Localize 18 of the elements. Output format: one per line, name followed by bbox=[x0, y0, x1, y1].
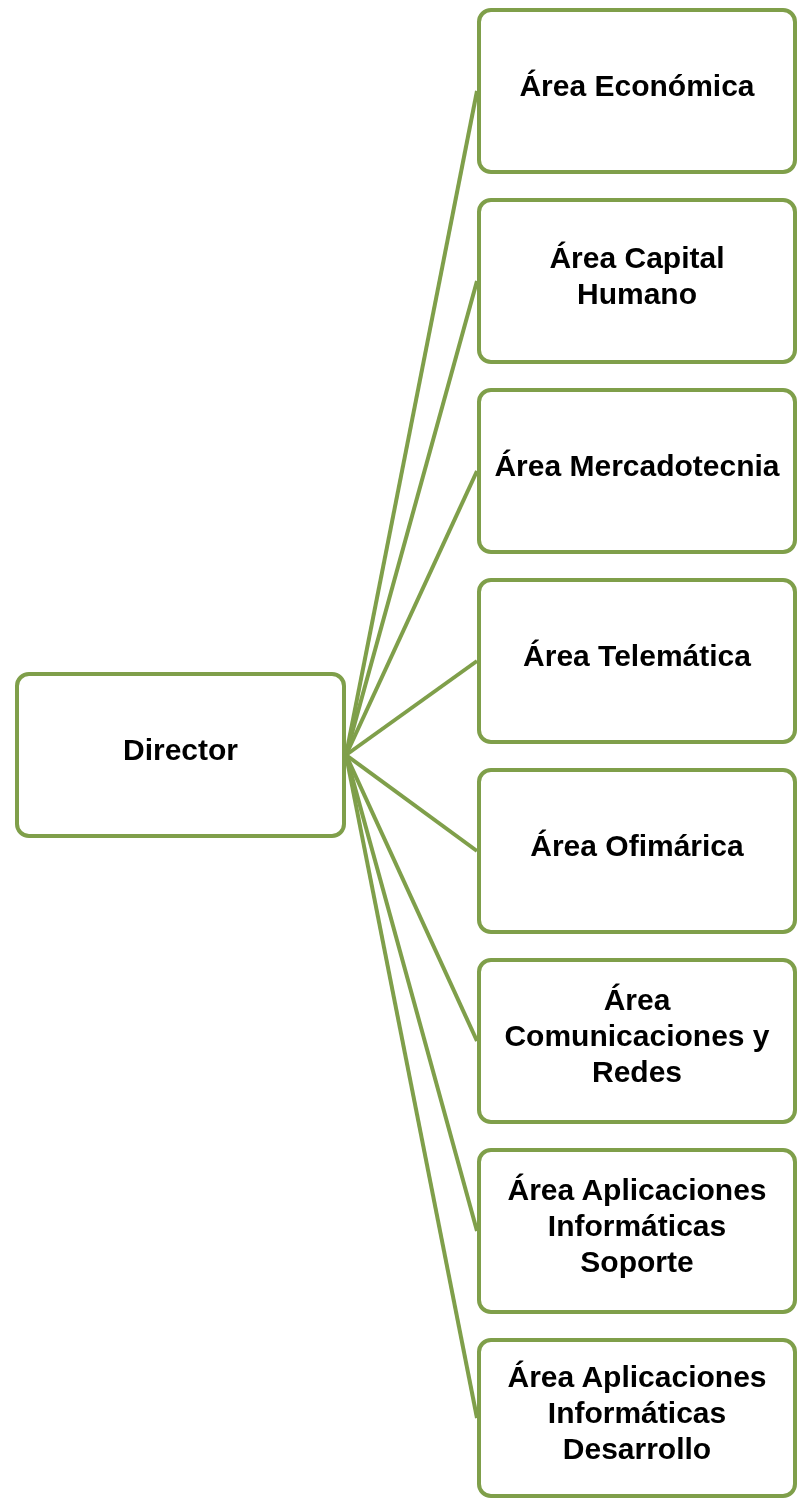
box-label: Área Aplicaciones Informáticas Desarrollo bbox=[506, 1359, 768, 1467]
box-label: Área Económica bbox=[519, 68, 755, 104]
org-box bbox=[477, 768, 797, 934]
org-box bbox=[477, 388, 797, 554]
org-box bbox=[477, 958, 797, 1124]
org-box bbox=[477, 1338, 797, 1498]
org-box bbox=[15, 672, 346, 838]
box-label: Director bbox=[122, 732, 238, 768]
box-label: Área Telemática bbox=[523, 638, 751, 674]
box-label: Área Capital Humano bbox=[548, 240, 726, 312]
org-box bbox=[477, 1148, 797, 1314]
org-box bbox=[477, 198, 797, 364]
org-box bbox=[477, 578, 797, 744]
box-label: Área Ofimárica bbox=[530, 828, 744, 864]
box-label: Área Mercadotecnia bbox=[494, 448, 780, 484]
org-box bbox=[477, 8, 797, 174]
box-label: Área Aplicaciones Informáticas Soporte bbox=[506, 1172, 768, 1280]
box-label: Área Comunicaciones y Redes bbox=[503, 982, 771, 1090]
